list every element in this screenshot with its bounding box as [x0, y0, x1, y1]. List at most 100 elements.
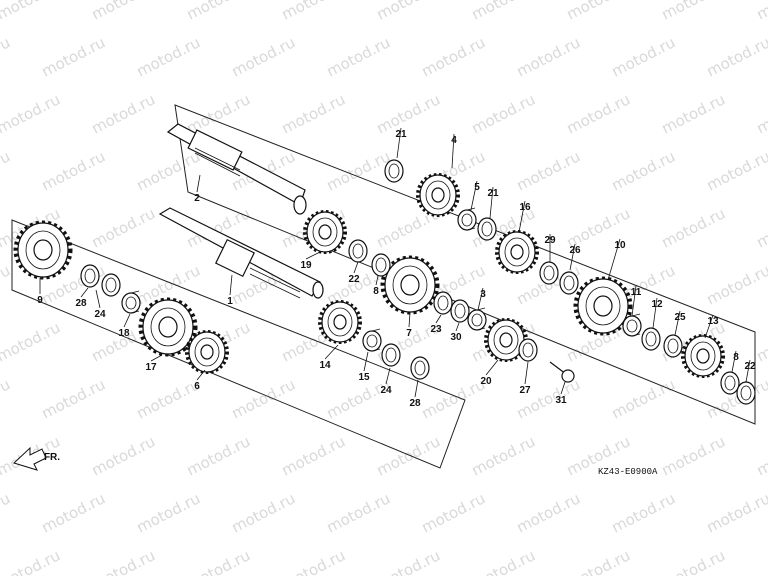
- watermark-text: motod.ru: [564, 0, 633, 24]
- watermark-text: motod.ru: [659, 546, 728, 576]
- watermark-text: motod.ru: [184, 0, 253, 24]
- watermark-text: motod.ru: [514, 375, 583, 422]
- watermark-text: motod.ru: [659, 432, 728, 479]
- leader-line: [455, 322, 460, 332]
- callout-24-washer-lower: 24: [380, 385, 392, 396]
- leader-line: [375, 275, 379, 286]
- leader-line: [229, 274, 233, 296]
- callout-21-washer-top: 21: [395, 129, 407, 140]
- callout-31-bolt: 31: [555, 395, 567, 406]
- leader-line: [414, 379, 419, 398]
- leader-line: [745, 359, 751, 383]
- watermark-text: motod.ru: [0, 0, 63, 24]
- watermark-text: motod.ru: [0, 147, 13, 194]
- callout-15-bushing: 15: [358, 372, 370, 383]
- callout-8-washer-right: 8: [733, 352, 739, 363]
- watermark-text: motod.ru: [134, 147, 203, 194]
- callout-24-washer: 24: [94, 309, 106, 320]
- watermark-text: motod.ru: [514, 489, 583, 536]
- callout-10-gear: 10: [614, 240, 626, 251]
- watermark-text: motod.ru: [89, 546, 158, 576]
- watermark-text: motod.ru: [0, 90, 63, 137]
- callout-27-plate: 27: [519, 385, 531, 396]
- watermark-text: motod.ru: [514, 147, 583, 194]
- leader-line: [196, 174, 201, 193]
- callout-2-countershaft: 2: [194, 193, 200, 204]
- callout-22-washer-right: 22: [744, 361, 756, 372]
- watermark-text: motod.ru: [229, 489, 298, 536]
- callout-13-gear: 13: [707, 316, 719, 327]
- leader-line: [80, 287, 89, 298]
- watermark-text: motod.ru: [514, 33, 583, 80]
- leader-lines: [39, 127, 751, 398]
- watermark-text: motod.ru: [754, 546, 768, 576]
- leader-line: [674, 310, 681, 336]
- watermark-text: motod.ru: [184, 432, 253, 479]
- leader-line: [305, 251, 321, 260]
- callout-21-washer: 21: [487, 188, 499, 199]
- watermark-text: motod.ru: [0, 546, 63, 576]
- leader-line: [569, 243, 576, 271]
- watermark-text: motod.ru: [704, 261, 768, 308]
- leader-line: [489, 186, 494, 219]
- leader-line: [731, 350, 737, 373]
- leader-line: [95, 289, 101, 309]
- watermark-text: motod.ru: [754, 432, 768, 479]
- callout-5-bushing: 5: [474, 182, 480, 193]
- leader-line: [123, 313, 131, 328]
- watermark-text: motod.ru: [324, 489, 393, 536]
- leader-line: [524, 361, 529, 385]
- watermark-text: motod.ru: [469, 546, 538, 576]
- watermark-text: motod.ru: [0, 33, 13, 80]
- watermark-text: motod.ru: [0, 261, 13, 308]
- callout-7-gear: 7: [406, 328, 412, 339]
- watermark-text: motod.ru: [659, 204, 728, 251]
- watermark-text: motod.ru: [659, 0, 728, 24]
- watermark-text: motod.ru: [609, 33, 678, 80]
- leader-line: [396, 127, 402, 159]
- watermark-text: motod.ru: [374, 432, 443, 479]
- watermark-text: motod.ru: [39, 33, 108, 80]
- watermark-text: motod.ru: [374, 0, 443, 24]
- watermark-text: motod.ru: [89, 204, 158, 251]
- watermark-text: motod.ru: [609, 375, 678, 422]
- watermark-text: motod.ru: [324, 147, 393, 194]
- watermark-text: motod.ru: [184, 546, 253, 576]
- callout-1-mainshaft: 1: [227, 296, 233, 307]
- leader-line: [518, 200, 526, 233]
- watermark-text: motod.ru: [374, 90, 443, 137]
- watermark-text: motod.ru: [0, 489, 13, 536]
- callout-20-drive-sprocket: 20: [480, 376, 492, 387]
- callout-9-gear: 9: [37, 295, 43, 306]
- leader-line: [477, 287, 484, 311]
- leader-line: [485, 359, 499, 376]
- callout-18-washer: 18: [118, 328, 130, 339]
- watermark-text: motod.ru: [469, 90, 538, 137]
- watermark-text: motod.ru: [184, 90, 253, 137]
- watermark-text: motod.ru: [754, 318, 768, 365]
- callout-6-gear: 6: [194, 381, 200, 392]
- leader-line: [150, 354, 163, 362]
- leader-line: [435, 314, 442, 324]
- leader-line: [408, 311, 411, 328]
- callout-labels: 1234567889101112131415161718192021212222…: [37, 129, 756, 409]
- leader-line: [470, 180, 478, 211]
- watermark-text: motod.ru: [279, 0, 348, 24]
- callout-26-washer: 26: [569, 245, 581, 256]
- callout-28-circlip: 28: [75, 298, 87, 309]
- watermark-text: motod.ru: [754, 204, 768, 251]
- callout-29-washer: 29: [544, 235, 556, 246]
- watermark-text: motod.ru: [469, 0, 538, 24]
- watermark-text: motod.ru: [134, 489, 203, 536]
- watermark-text: motod.ru: [39, 489, 108, 536]
- callout-3-collar: 3: [480, 289, 486, 300]
- watermark-text: motod.ru: [419, 489, 488, 536]
- callout-16-gear: 16: [519, 202, 531, 213]
- countershaft-drawing: [166, 123, 307, 215]
- watermark-text: motod.ru: [704, 147, 768, 194]
- callout-28-circlip-lower: 28: [409, 398, 421, 409]
- watermark-text: motod.ru: [0, 318, 63, 365]
- callout-30-circlip: 30: [450, 332, 462, 343]
- diagram-code: KZ43-E0900A: [598, 467, 658, 477]
